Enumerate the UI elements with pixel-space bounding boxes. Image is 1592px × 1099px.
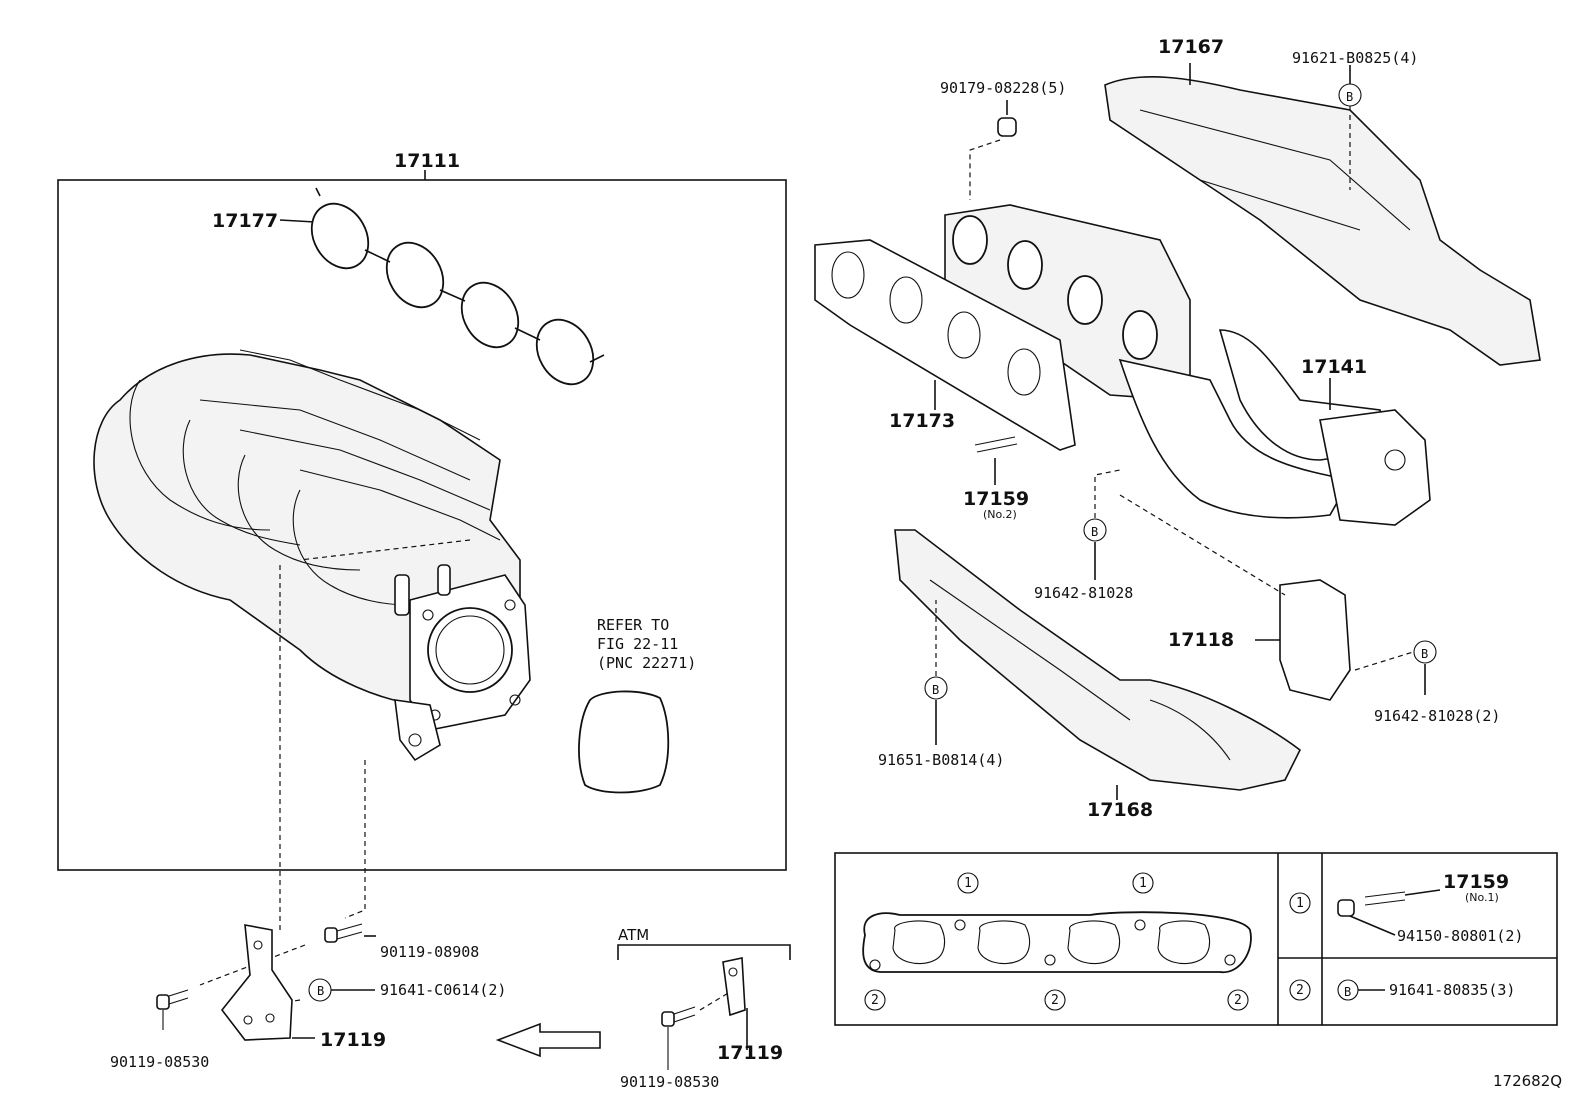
label-17168: 17168	[1087, 799, 1154, 821]
legend-label-17159-no1: 17159	[1443, 871, 1510, 893]
b-marker-text-intake: B	[317, 984, 325, 998]
refer-note-line1: REFER TO	[597, 616, 670, 634]
b-marker-text-legend: B	[1344, 985, 1352, 999]
figure-id: 172682Q	[1493, 1072, 1563, 1090]
label-17118: 17118	[1168, 629, 1235, 651]
label-17119-left: 17119	[320, 1029, 387, 1051]
label-90119-08908: 90119-08908	[380, 943, 480, 961]
legend-marker-2a: 2	[871, 993, 879, 1008]
legend-label-94150-80801: 94150-80801(2)	[1397, 927, 1524, 945]
label-17167: 17167	[1158, 36, 1225, 58]
b-marker-91642	[1083, 518, 1107, 542]
label-17119-atm: 17119	[717, 1042, 784, 1064]
b-marker-text-91642: B	[1091, 525, 1099, 539]
legend-label-17159-no1-sub: (No.1)	[1465, 891, 1499, 904]
b-marker-text-91651: B	[932, 683, 940, 697]
stay-17119-left-drawing	[220, 924, 315, 1041]
label-90119-08530-left: 90119-08530	[110, 1053, 210, 1071]
intake-gasket-drawing	[279, 187, 605, 386]
bolt-90119-08530-atm-drawing	[661, 991, 731, 1070]
b-marker-text-upper: B	[1346, 90, 1354, 104]
label-17173: 17173	[889, 410, 956, 432]
label-91651-b0814: 91651-B0814(4)	[878, 751, 1005, 769]
refer-note-line2: FIG 22-11	[597, 635, 679, 653]
legend-table	[834, 852, 1558, 1026]
label-91642-81028-2: 91642-81028(2)	[1374, 707, 1501, 725]
label-17159-no2: 17159	[963, 488, 1030, 510]
exhaust-gasket-drawing	[814, 239, 1076, 451]
legend-marker-1a: 1	[964, 876, 972, 891]
label-91642-81028: 91642-81028	[1034, 584, 1134, 602]
bracket-17118-drawing	[1279, 579, 1351, 701]
legend-row1-marker: 1	[1296, 896, 1304, 911]
bolt-90119-08908-drawing	[324, 923, 376, 943]
intake-manifold-drawing	[93, 349, 531, 762]
label-17111: 17111	[394, 150, 461, 172]
label-atm: ATM	[618, 926, 650, 944]
bolt-90119-08530-left-drawing	[156, 989, 189, 1030]
legend-marker-2c: 2	[1234, 993, 1242, 1008]
stay-17119-atm-drawing	[722, 957, 748, 1050]
label-17159-no2-sub: (No.2)	[983, 508, 1017, 521]
throttle-gasket-drawing	[578, 690, 670, 794]
stud-17159-drawing	[974, 436, 1018, 485]
label-90119-08530-atm: 90119-08530	[620, 1073, 720, 1091]
label-17141: 17141	[1301, 356, 1368, 378]
legend-label-91641-80835: 91641-80835(3)	[1389, 981, 1516, 999]
heat-insulator-lower-drawing	[894, 529, 1302, 800]
nut-90179-drawing	[997, 117, 1017, 137]
b-marker-text-91642-2: B	[1421, 647, 1429, 661]
label-90179-08228: 90179-08228(5)	[940, 79, 1067, 97]
label-91621-b0825: 91621-B0825(4)	[1292, 49, 1419, 67]
legend-row2-marker: 2	[1296, 983, 1304, 998]
refer-note-line3: (PNC 22271)	[597, 654, 697, 672]
legend-marker-1b: 1	[1139, 876, 1147, 891]
b-marker-91651	[924, 676, 948, 700]
label-91641-c0614: 91641-C0614(2)	[380, 981, 507, 999]
b-marker-91642-2	[1413, 640, 1437, 664]
label-17177: 17177	[212, 210, 279, 232]
direction-arrow	[495, 1022, 601, 1058]
legend-marker-2b: 2	[1051, 993, 1059, 1008]
intake-manifold-frame	[57, 179, 787, 871]
